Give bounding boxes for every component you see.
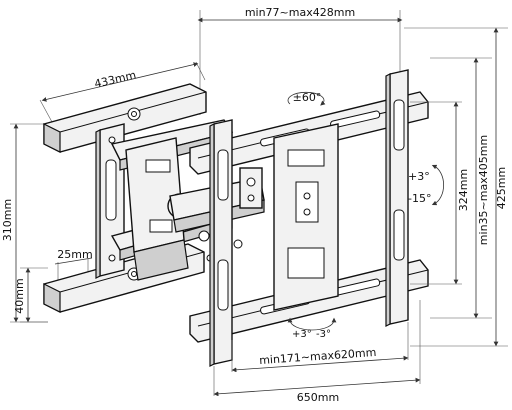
total-width-label: 650mm — [297, 391, 339, 404]
height-range-dimension: min35~max405mm — [430, 57, 492, 319]
rail-spacing-label: 25mm — [57, 248, 92, 261]
tilt-indicator: +3° -15° — [408, 164, 445, 206]
top-width-label: min77~max428mm — [245, 6, 355, 19]
tilt-up-label: +3° — [408, 170, 430, 183]
arm-length-label: 433mm — [93, 68, 137, 90]
tilt-down-label: -15° — [408, 192, 431, 205]
rotation-indicator: ±60° — [287, 91, 326, 106]
swivel-left-label: +3° — [292, 329, 312, 340]
rail-height-label: 40mm — [13, 278, 26, 313]
total-width-dimension: 650mm — [213, 300, 421, 404]
rotation-label: ±60° — [293, 91, 322, 104]
width-range-dimension: min171~max620mm — [231, 322, 409, 373]
height-range-label: min35~max405mm — [477, 135, 490, 245]
vesa-height-label: 324mm — [457, 169, 470, 211]
swivel-indicator: +3° -3° — [287, 317, 337, 340]
rail-spacing-dimension: 25mm — [54, 248, 93, 280]
tv-bracket — [189, 69, 429, 367]
rail-height-dimension: 40mm — [13, 267, 48, 323]
vesa-height-dimension: 324mm — [410, 101, 470, 285]
swivel-right-label: -3° — [316, 329, 331, 340]
wall-height-label: 310mm — [1, 199, 14, 241]
articulating-arms — [110, 119, 265, 281]
total-height-label: 425mm — [495, 167, 508, 209]
total-height-dimension: 425mm — [404, 27, 508, 347]
